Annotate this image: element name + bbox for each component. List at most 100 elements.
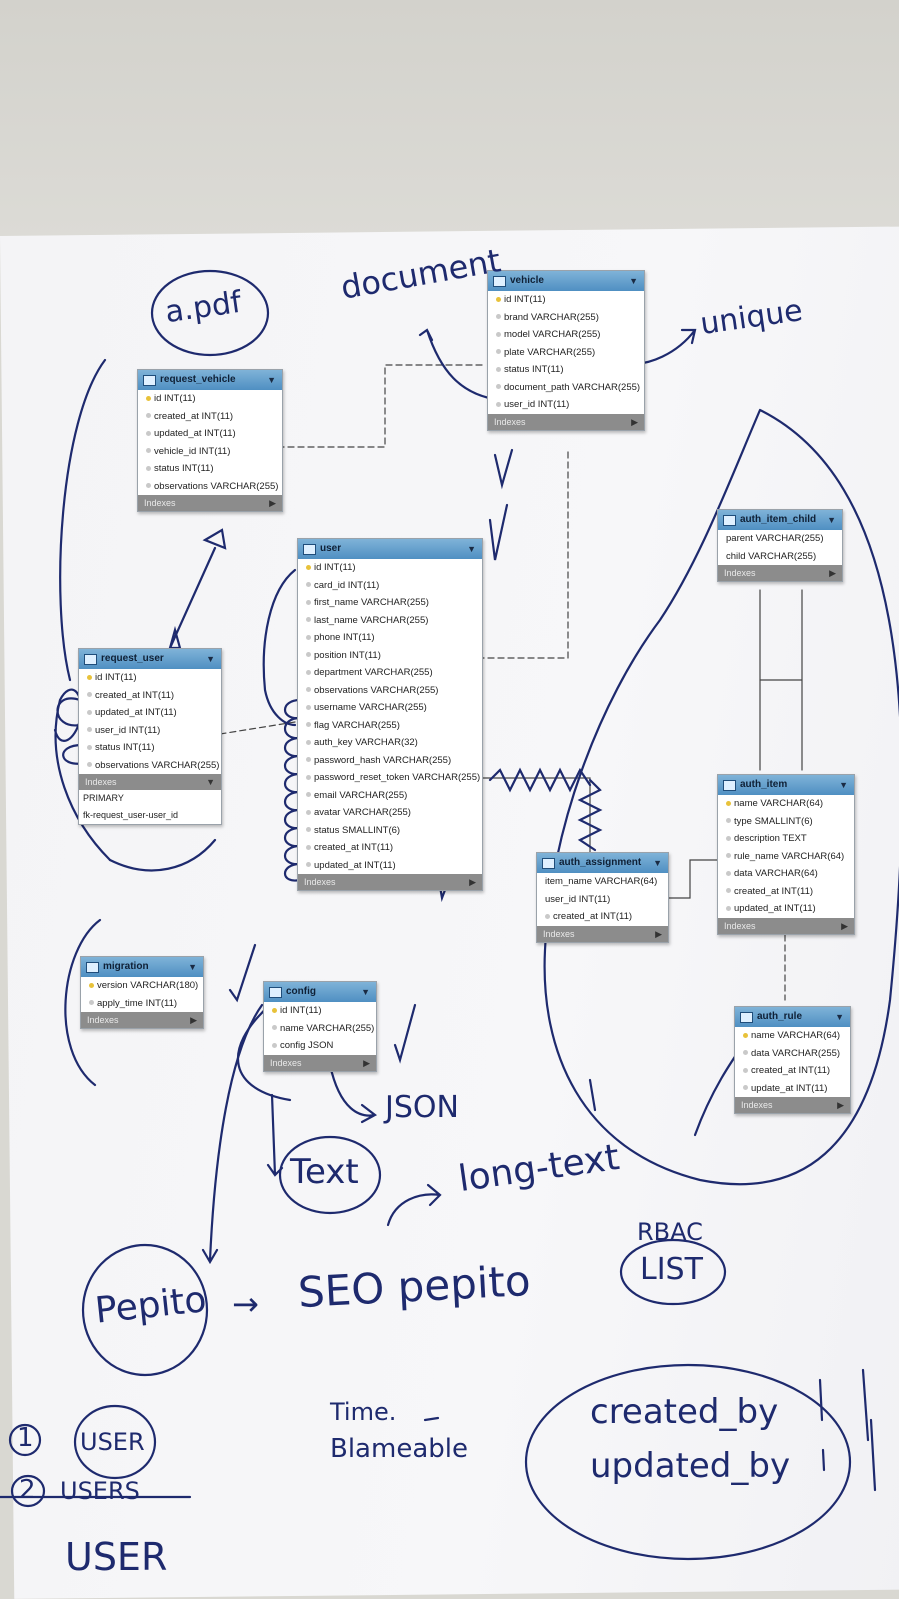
column-label: created_at INT(11) — [553, 911, 633, 922]
table-indexes-bar[interactable]: Indexes ▶ — [718, 565, 842, 581]
table-auth-rule[interactable]: auth_rule▼ name VARCHAR(64) data VARCHAR… — [734, 1006, 851, 1114]
table-indexes-bar[interactable]: Indexes▶ — [718, 917, 854, 934]
table-user[interactable]: user▼ id INT(11) card_id INT(11) first_n… — [297, 538, 483, 891]
column-label: data VARCHAR(64) — [734, 868, 818, 879]
diamond-icon — [306, 617, 311, 623]
table-indexes-bar[interactable]: Indexes ▶ — [81, 1012, 203, 1028]
chevron-down-icon[interactable]: ▼ — [361, 987, 370, 997]
column-label: status INT(11) — [95, 742, 155, 753]
table-header[interactable]: vehicle ▼ — [488, 271, 644, 291]
table-icon — [542, 858, 555, 869]
chevron-down-icon[interactable]: ▼ — [467, 544, 476, 554]
chevron-down-icon[interactable]: ▼ — [188, 962, 197, 972]
column-row: observations VARCHAR(255) — [138, 478, 282, 496]
column-row: phone INT(11) — [298, 629, 482, 647]
table-icon — [723, 780, 736, 791]
column-row: name VARCHAR(64) — [718, 795, 854, 813]
play-icon[interactable]: ▶ — [829, 568, 836, 578]
column-row: item_name VARCHAR(64) — [537, 873, 668, 891]
play-icon[interactable]: ▶ — [655, 928, 662, 939]
diamond-icon — [306, 634, 311, 640]
column-label: created_at INT(11) — [734, 885, 814, 897]
chevron-down-icon[interactable]: ▼ — [267, 375, 276, 385]
table-icon — [493, 276, 506, 287]
table-indexes-bar[interactable]: Indexes▶ — [735, 1097, 850, 1113]
table-header[interactable]: auth_rule▼ — [735, 1007, 850, 1027]
table-vehicle[interactable]: vehicle▼ id INT(11) brand VARCHAR(255) m… — [487, 270, 645, 431]
table-title: request_user — [101, 653, 164, 664]
table-indexes-bar[interactable]: Indexes▶ — [537, 925, 668, 942]
indexes-label: Indexes — [87, 1015, 119, 1025]
indexes-label: Indexes — [724, 568, 756, 578]
column-label: user_id INT(11) — [95, 724, 161, 736]
play-icon[interactable]: ▶ — [469, 877, 476, 887]
column-row: department VARCHAR(255) — [298, 664, 482, 682]
column-row: data VARCHAR(255) — [735, 1045, 850, 1063]
key-icon — [146, 395, 151, 401]
play-icon[interactable]: ▶ — [190, 1015, 197, 1025]
table-header[interactable]: config▼ — [264, 982, 376, 1002]
column-label: type SMALLINT(6) — [734, 815, 813, 827]
diamond-icon — [726, 905, 731, 911]
column-row: email VARCHAR(255) — [298, 787, 482, 805]
note-num-one: 1 — [17, 1423, 34, 1453]
table-request-vehicle[interactable]: request_vehicle▼ id INT(11) created_at I… — [137, 369, 283, 512]
table-indexes-bar[interactable]: Indexes▶ — [138, 495, 282, 511]
column-label: auth_key VARCHAR(32) — [314, 737, 418, 748]
table-config[interactable]: config▼ id INT(11) name VARCHAR(255) con… — [263, 981, 377, 1072]
table-icon — [84, 654, 97, 665]
chevron-down-icon[interactable]: ▼ — [827, 515, 836, 525]
diamond-icon — [146, 465, 151, 471]
column-row: brand VARCHAR(255) — [488, 309, 644, 327]
table-migration[interactable]: migration▼ version VARCHAR(180) apply_ti… — [80, 956, 204, 1029]
play-icon[interactable]: ▶ — [269, 498, 276, 508]
play-icon[interactable]: ▶ — [837, 1100, 844, 1110]
column-label: created_at INT(11) — [154, 410, 234, 422]
column-row: user_id INT(11) — [537, 891, 668, 909]
column-label: card_id INT(11) — [314, 579, 380, 591]
table-header[interactable]: request_user ▼ — [79, 649, 221, 669]
diamond-icon — [496, 401, 501, 407]
play-icon[interactable]: ▶ — [631, 416, 638, 427]
column-label: id INT(11) — [154, 393, 196, 404]
table-header[interactable]: auth_item_child▼ — [718, 510, 842, 530]
column-label: brand VARCHAR(255) — [504, 311, 599, 323]
chevron-down-icon[interactable]: ▼ — [629, 276, 638, 286]
table-header[interactable]: migration▼ — [81, 957, 203, 977]
table-icon — [143, 375, 156, 386]
key-icon — [87, 674, 92, 680]
table-auth-item-child[interactable]: auth_item_child▼ parent VARCHAR(255) chi… — [717, 509, 843, 582]
table-request-user[interactable]: request_user▼ id INT(11) created_at INT(… — [78, 648, 222, 825]
column-label: user_id INT(11) — [504, 399, 570, 410]
column-row: document_path VARCHAR(255) — [488, 379, 644, 397]
chevron-down-icon[interactable]: ▼ — [653, 858, 662, 868]
table-indexes-bar[interactable]: Indexes▶ — [298, 874, 482, 890]
play-icon[interactable]: ▶ — [363, 1057, 370, 1068]
table-title: vehicle — [510, 275, 544, 286]
diamond-icon — [726, 853, 731, 859]
column-row: created_at INT(11) — [718, 883, 854, 901]
column-row: update_at INT(11) — [735, 1080, 850, 1098]
column-label: last_name VARCHAR(255) — [314, 614, 429, 626]
column-row: description TEXT — [718, 830, 854, 848]
column-row: config JSON — [264, 1037, 376, 1055]
column-row: name VARCHAR(255) — [264, 1020, 376, 1038]
table-auth-item[interactable]: auth_item▼ name VARCHAR(64) type SMALLIN… — [717, 774, 855, 935]
table-indexes-bar[interactable]: Indexes▶ — [264, 1054, 376, 1071]
table-icon — [269, 987, 282, 998]
chevron-down-icon[interactable]: ▼ — [206, 654, 215, 664]
table-header[interactable]: user▼ — [298, 539, 482, 559]
table-indexes-bar[interactable]: Indexes▶ — [488, 413, 644, 430]
chevron-down-icon[interactable]: ▼ — [835, 1012, 844, 1022]
table-header[interactable]: auth_assignment▼ — [537, 853, 668, 873]
table-indexes-bar[interactable]: Indexes▼ — [79, 774, 221, 790]
chevron-down-icon[interactable]: ▼ — [206, 777, 215, 787]
column-row: id INT(11) — [298, 559, 482, 577]
chevron-down-icon[interactable]: ▼ — [839, 780, 848, 790]
play-icon[interactable]: ▶ — [841, 920, 848, 931]
table-auth-assignment[interactable]: auth_assignment▼ item_name VARCHAR(64) u… — [536, 852, 669, 943]
desk-background — [0, 0, 899, 240]
table-header[interactable]: auth_item▼ — [718, 775, 854, 795]
diamond-icon — [306, 774, 311, 780]
table-header[interactable]: request_vehicle▼ — [138, 370, 282, 390]
